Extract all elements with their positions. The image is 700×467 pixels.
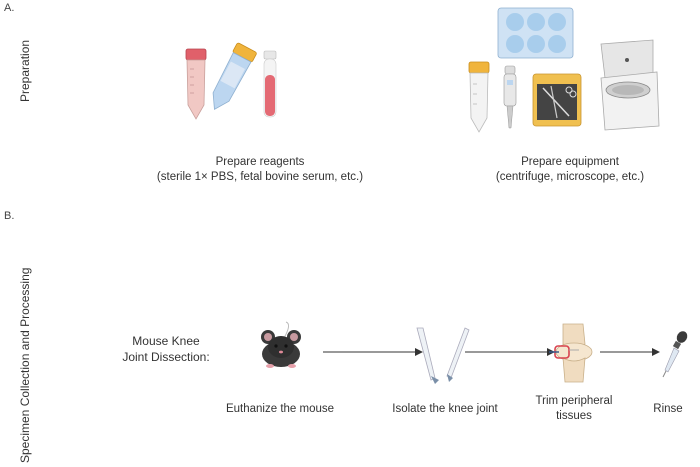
step-4-label: Rinse xyxy=(653,403,683,415)
arrow-3 xyxy=(600,348,660,356)
panel-a-letter: A. xyxy=(4,2,15,14)
equipment-caption: Prepare equipment (centrifuge, microscop… xyxy=(470,155,670,185)
arrow-2 xyxy=(465,348,555,356)
pipette-icon xyxy=(503,65,517,129)
step-3-label: Trim peripheral tissues xyxy=(535,395,613,422)
reagents-title: Prepare reagents xyxy=(215,156,305,168)
step-2-label: Isolate the knee joint xyxy=(392,403,498,415)
scissors-icon xyxy=(416,327,470,384)
knee-joint-icon xyxy=(549,323,593,383)
dropper-icon xyxy=(662,331,688,378)
conical-tube-icon xyxy=(468,61,490,133)
conical-tube-red-cap-icon xyxy=(185,48,207,120)
equipment-detail: (centrifuge, microscope, etc.) xyxy=(495,170,645,183)
dissection-kit-icon xyxy=(532,73,582,127)
reagents-illustration xyxy=(185,42,277,120)
panel-b-side-label: Specimen Collection and Processing xyxy=(18,267,32,463)
procedure-label: Mouse Knee Joint Dissection: xyxy=(122,334,210,364)
conical-tube-yellow-cap-icon xyxy=(212,42,257,111)
step-1-label: Euthanize the mouse xyxy=(225,403,335,415)
panel-a-side-label: Preparation xyxy=(18,39,32,102)
well-plate-icon xyxy=(497,7,574,59)
reagents-detail: (sterile 1× PBS, fetal bovine serum, etc… xyxy=(156,170,364,183)
equipment-illustration xyxy=(468,7,660,133)
reagents-caption: Prepare reagents (sterile 1× PBS, fetal … xyxy=(150,155,370,185)
blood-tube-icon xyxy=(263,50,277,118)
panel-b-letter: B. xyxy=(4,210,15,222)
centrifuge-icon xyxy=(600,39,660,131)
mouse-icon xyxy=(261,321,301,368)
equipment-title: Prepare equipment xyxy=(521,156,619,168)
arrow-1 xyxy=(323,348,423,356)
